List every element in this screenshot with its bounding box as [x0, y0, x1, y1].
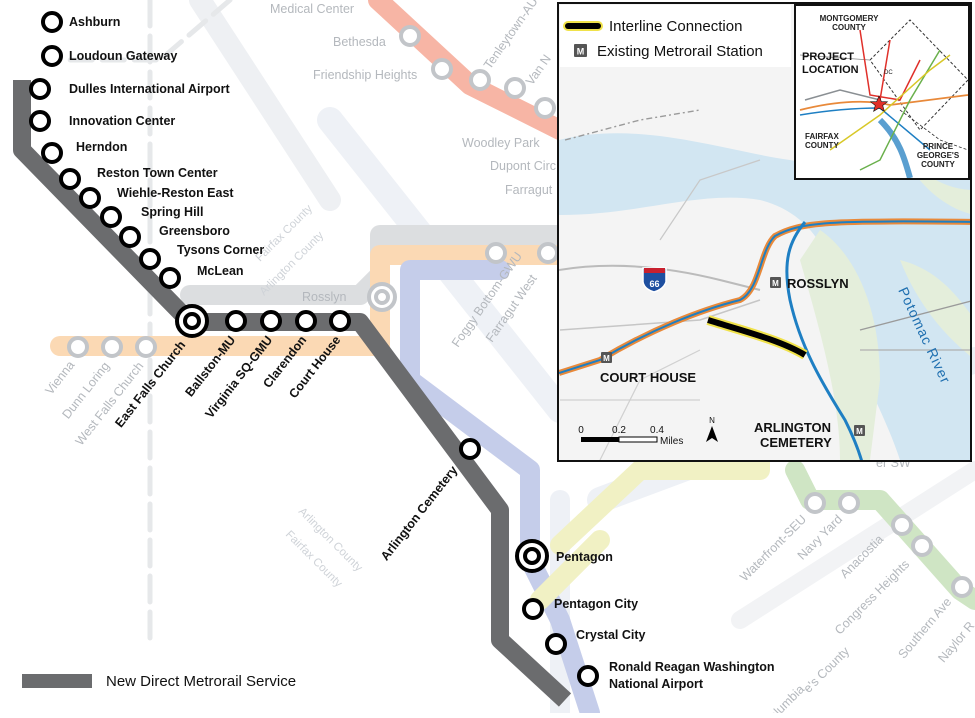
- station-label: e's County: [801, 644, 853, 696]
- svg-text:66: 66: [649, 279, 659, 289]
- station-label: Rosslyn: [302, 290, 347, 304]
- svg-text:N: N: [709, 416, 715, 425]
- blue-line: [785, 221, 863, 460]
- svg-text:FAIRFAX: FAIRFAX: [805, 132, 839, 141]
- svg-text:M: M: [577, 47, 585, 57]
- county-labels: Fairfax County Arlington County Arlingto…: [254, 203, 365, 591]
- arlington-cemetery-label-1: ARLINGTON: [754, 420, 831, 435]
- station-label: Crystal City: [576, 628, 646, 642]
- station-label: Naylor R: [935, 619, 975, 665]
- station-label: Loudoun Gateway: [69, 49, 177, 63]
- station-label: Spring Hill: [141, 205, 204, 219]
- station-label: Farragut: [505, 183, 553, 197]
- svg-text:Miles: Miles: [660, 436, 683, 447]
- station-label: National Airport: [609, 677, 704, 691]
- court-house-label: COURT HOUSE: [600, 370, 696, 385]
- inset-legend: Interline Connection M Existing Metrorai…: [560, 5, 791, 67]
- new-station-circles: [29, 11, 599, 687]
- station-label: Ronald Reagan Washington: [609, 660, 775, 674]
- ghost-station-circles: [67, 25, 973, 598]
- svg-text:MONTGOMERY: MONTGOMERY: [820, 14, 879, 23]
- svg-text:M: M: [772, 279, 779, 288]
- north-arrow-icon: N: [706, 416, 718, 442]
- svg-text:0: 0: [578, 425, 584, 436]
- station-label: Arlington Cemetery: [378, 463, 460, 563]
- svg-text:M: M: [603, 354, 610, 363]
- existing-station-markers: M M M: [601, 277, 865, 436]
- project-location-star-icon: [869, 95, 889, 112]
- station-label: Medical Center: [270, 2, 354, 16]
- station-legend-label: Existing Metrorail Station: [597, 43, 763, 60]
- svg-text:0.2: 0.2: [612, 425, 626, 436]
- arlington-cemetery-label-2: CEMETERY: [760, 435, 832, 450]
- blue-line-shared: [559, 220, 970, 374]
- inset-map: 66 M M M ROSSLYN COURT HOUSE ARLINGTON C…: [557, 2, 972, 462]
- station-label: Woodley Park: [462, 136, 540, 150]
- station-label: Van N: [523, 52, 554, 88]
- svg-text:COUNTY: COUNTY: [921, 160, 955, 169]
- svg-text:0.4: 0.4: [650, 425, 664, 436]
- station-label: Tenleytown-AU: [481, 0, 541, 72]
- station-label: Innovation Center: [69, 114, 175, 128]
- station-label: Pentagon: [556, 550, 613, 564]
- station-label: Bethesda: [333, 35, 386, 49]
- interstate-66-icon: 66: [642, 267, 667, 293]
- interline-legend-label: Interline Connection: [609, 18, 742, 35]
- county-label: Arlington County: [296, 506, 365, 575]
- station-label: Reston Town Center: [97, 166, 218, 180]
- interline-connection: [707, 317, 807, 358]
- new-service-line: [13, 80, 572, 707]
- station-label: McLean: [197, 264, 244, 278]
- svg-text:PROJECT: PROJECT: [802, 51, 854, 63]
- station-label: Tysons Corner: [177, 243, 264, 257]
- station-label: Greensboro: [159, 224, 230, 238]
- station-label: Dulles International Airport: [69, 82, 231, 96]
- station-label: Dupont Circ: [490, 159, 556, 173]
- station-label: Herndon: [76, 140, 127, 154]
- svg-text:GEORGE'S: GEORGE'S: [917, 151, 960, 160]
- svg-text:LOCATION: LOCATION: [802, 64, 859, 76]
- svg-text:DC: DC: [884, 70, 893, 76]
- svg-text:M: M: [856, 427, 863, 436]
- locator-map: MONTGOMERY COUNTY PROJECT LOCATION DC FA…: [794, 4, 970, 180]
- svg-text:COUNTY: COUNTY: [832, 23, 866, 32]
- svg-text:COUNTY: COUNTY: [805, 141, 839, 150]
- legend-swatch: [22, 674, 92, 688]
- station-label: Columbia: [760, 682, 807, 713]
- main-legend: New Direct Metrorail Service: [22, 673, 296, 690]
- station-label: Ashburn: [69, 15, 120, 29]
- legend-label: New Direct Metrorail Service: [106, 673, 296, 690]
- scale-bar: 0 0.2 0.4 Miles: [578, 425, 683, 447]
- station-label: Vienna: [43, 358, 78, 397]
- station-label: Friendship Heights: [313, 68, 417, 82]
- station-label: Pentagon City: [554, 597, 638, 611]
- station-label: Wiehle-Reston East: [117, 186, 234, 200]
- rosslyn-label: ROSSLYN: [787, 276, 849, 291]
- svg-text:PRINCE: PRINCE: [923, 142, 954, 151]
